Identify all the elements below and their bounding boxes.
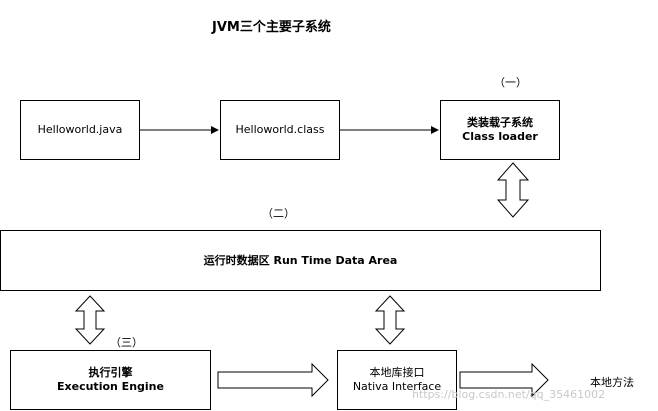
class-loader-en-label: Class loader bbox=[462, 130, 538, 143]
diagram-title: JVM三个主要子系统 bbox=[212, 20, 331, 35]
class-loader-box: 类装载子系统 Class loader bbox=[440, 100, 560, 160]
native-interface-cn-label: 本地库接口 bbox=[369, 366, 425, 379]
native-method-label: 本地方法 bbox=[590, 376, 634, 389]
execution-engine-en-label: Execution Engine bbox=[57, 380, 164, 393]
helloworld-class-label: Helloworld.class bbox=[235, 123, 325, 136]
helloworld-class-box: Helloworld.class bbox=[220, 100, 340, 160]
native-interface-en-label: Nativa Interface bbox=[352, 380, 442, 393]
class-loader-cn-label: 类装载子系统 bbox=[467, 116, 533, 129]
watermark: https://blog.csdn.net/qq_35461002 bbox=[412, 388, 606, 401]
execution-engine-box: 执行引擎 Execution Engine bbox=[10, 350, 211, 410]
double-arrow-loader-runtime bbox=[496, 162, 530, 218]
block-arrow-native-to-method bbox=[459, 362, 549, 398]
double-arrow-runtime-engine bbox=[74, 295, 106, 345]
label-three: （三） bbox=[110, 336, 143, 349]
runtime-data-area-label: 运行时数据区 Run Time Data Area bbox=[203, 253, 398, 267]
label-one: （一） bbox=[494, 76, 527, 89]
execution-engine-cn-label: 执行引擎 bbox=[88, 366, 133, 379]
label-two: （二） bbox=[262, 207, 295, 220]
helloworld-java-box: Helloworld.java bbox=[20, 100, 140, 160]
runtime-data-area-box: 运行时数据区 Run Time Data Area bbox=[0, 230, 601, 291]
helloworld-java-label: Helloworld.java bbox=[37, 123, 123, 136]
block-arrow-engine-to-native bbox=[217, 362, 329, 398]
native-interface-box: 本地库接口 Nativa Interface bbox=[337, 350, 457, 410]
double-arrow-runtime-native bbox=[374, 295, 406, 345]
